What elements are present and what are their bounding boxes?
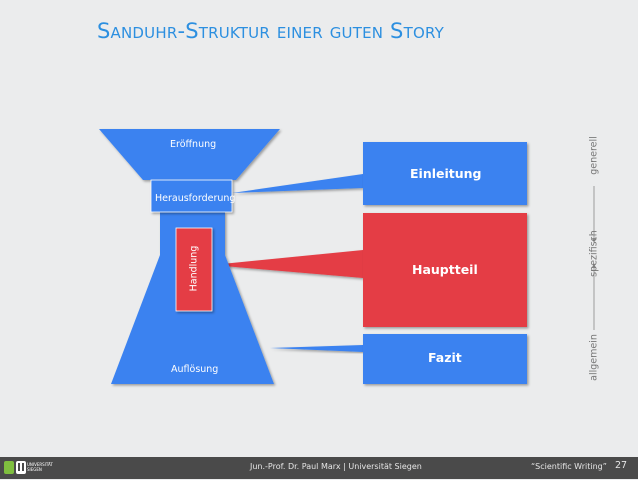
section-conclusion-label: Fazit xyxy=(428,350,462,365)
page-title: Sanduhr-Struktur einer guten Story xyxy=(97,19,444,43)
connector-introduction xyxy=(232,174,363,193)
challenge-label: Herausforderung xyxy=(155,193,236,204)
opening-label: Eröffnung xyxy=(170,139,217,150)
scale-arrowhead-upper xyxy=(592,238,596,243)
scale-bottom-label: allgemein xyxy=(588,334,600,381)
page-number: 27 xyxy=(615,460,628,471)
footer-bar xyxy=(0,457,638,479)
section-conclusion-box xyxy=(363,334,527,384)
scale-arrowhead-lower xyxy=(592,263,596,268)
footer-author: Jun.-Prof. Dr. Paul Marx | Universität S… xyxy=(250,462,422,471)
section-main-label: Hauptteil xyxy=(412,262,478,277)
action-label: Handlung xyxy=(188,245,200,292)
footer-course: “Scientific Writing” xyxy=(531,462,607,471)
hourglass-opening-funnel xyxy=(99,129,280,180)
hourglass-challenge-box xyxy=(150,179,233,213)
resolution-label: Auflösung xyxy=(171,364,219,375)
scale-top-label: generell xyxy=(588,136,600,175)
university-logo xyxy=(4,460,42,476)
university-logo-icon xyxy=(4,461,26,474)
section-introduction-label: Einleitung xyxy=(410,166,482,181)
connector-main xyxy=(212,250,363,278)
hourglass-action-box xyxy=(175,227,213,312)
connector-conclusion xyxy=(270,345,363,352)
scale-middle-label: spezifisch xyxy=(588,230,600,277)
section-main-box xyxy=(363,213,527,327)
university-logo-text: UNIVERSITÄT SIEGEN xyxy=(27,462,53,472)
section-introduction-box xyxy=(363,142,527,205)
